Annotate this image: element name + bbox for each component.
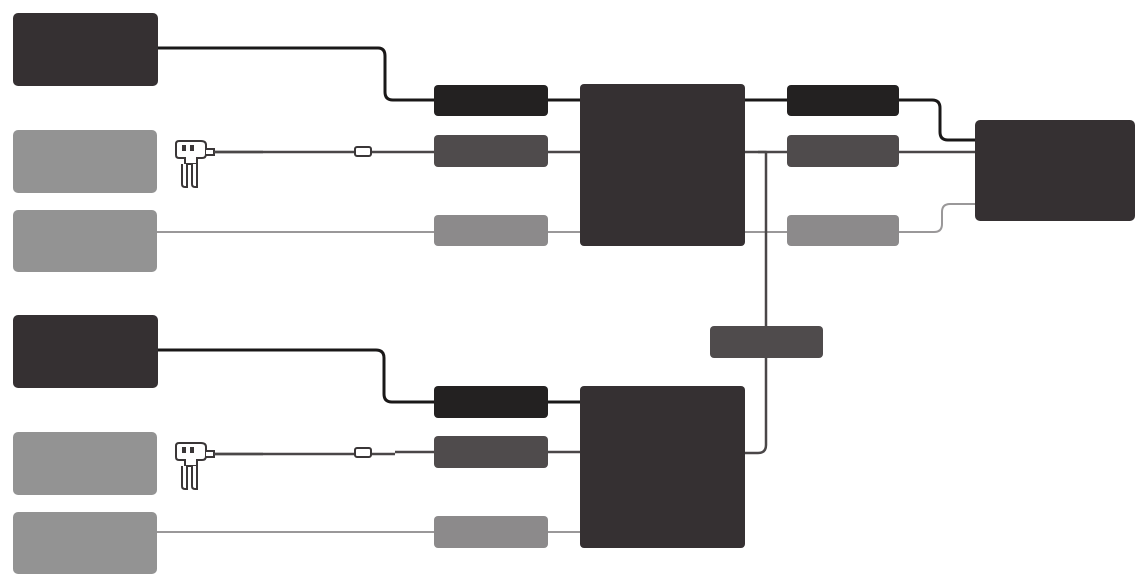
connectors bbox=[434, 85, 899, 548]
connector-top-dark-in bbox=[434, 135, 548, 167]
fuse-tap-icon bbox=[175, 140, 372, 188]
connector-top-black-out bbox=[787, 85, 899, 116]
sources bbox=[13, 13, 158, 574]
connector-top-black-in bbox=[434, 85, 548, 116]
output-device bbox=[975, 120, 1135, 221]
source-top-dark bbox=[13, 13, 158, 86]
connector-bottom-black-in bbox=[434, 386, 548, 418]
connector-bottom-dark-in bbox=[434, 436, 548, 468]
bridge-connector bbox=[710, 326, 823, 358]
wires bbox=[157, 46, 975, 533]
connector-top-light-in bbox=[434, 215, 548, 246]
wire-bottom-dark-source bbox=[158, 348, 434, 404]
wire-out-black-to-device bbox=[899, 98, 975, 142]
wire-bridge-top bbox=[758, 150, 768, 326]
source-bottom-light-2 bbox=[13, 512, 157, 574]
hubs bbox=[580, 84, 1135, 548]
source-bottom-dark bbox=[13, 315, 158, 388]
connector-top-light-out bbox=[787, 215, 899, 246]
wire-out-light-to-device bbox=[899, 203, 975, 233]
hub-bottom bbox=[580, 386, 745, 548]
connector-top-dark-out bbox=[787, 135, 899, 167]
hub-top bbox=[580, 84, 745, 246]
connector-bottom-light-in bbox=[434, 516, 548, 548]
source-bottom-light-1 bbox=[13, 432, 157, 495]
source-top-light-2 bbox=[13, 210, 157, 272]
wire-bridge-bottom bbox=[745, 358, 768, 455]
wire-top-dark-source bbox=[158, 46, 434, 102]
fuse-tap-icon bbox=[175, 442, 372, 490]
source-top-light-1 bbox=[13, 130, 157, 193]
